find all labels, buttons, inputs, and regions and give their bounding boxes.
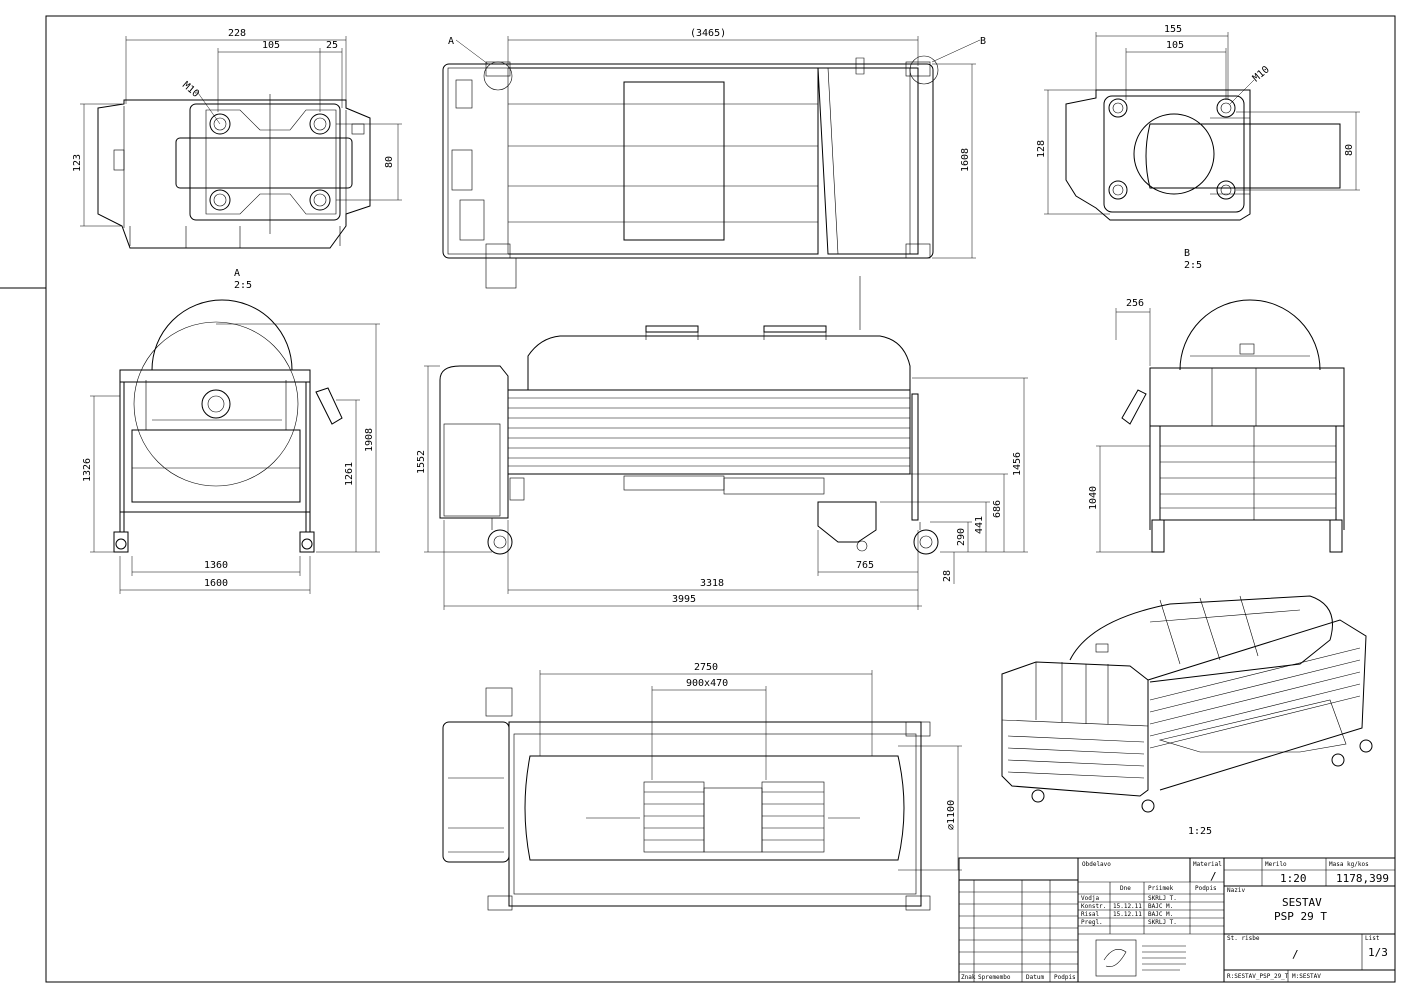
tb-list-value: 1/3 <box>1368 946 1388 959</box>
dim-a-105: 105 <box>262 40 280 51</box>
tb-head-priimek: Priimek <box>1148 885 1174 892</box>
tb-naziv-label: Naziv <box>1227 887 1245 894</box>
tb-file-label: R:SESTAV_PSP_29_T <box>1227 973 1289 980</box>
dim-right-1040: 1040 <box>1088 486 1099 510</box>
tb-podpis: Podpis <box>1054 974 1076 981</box>
sheet-border <box>45 15 1396 983</box>
dim-side-290: 290 <box>956 528 967 546</box>
tb-row2-role: Risal <box>1081 911 1099 918</box>
detail-a-label: A <box>234 268 240 279</box>
dim-side-28: 28 <box>942 570 953 582</box>
tb-spremembo: Spremembo <box>978 974 1011 981</box>
dim-bottom-900x470: 900x470 <box>686 678 728 689</box>
dim-front-1600: 1600 <box>204 578 228 589</box>
dim-top-1608: 1608 <box>960 148 971 172</box>
detail-b-view: 155 105 M10 80 128 B 2:5 <box>1036 24 1360 271</box>
dim-side-686: 686 <box>992 500 1003 518</box>
dim-b-105: 105 <box>1166 40 1184 51</box>
tb-merilo-label: Merilo <box>1265 861 1287 868</box>
tb-row1-name: BAJC M. <box>1148 903 1173 910</box>
tb-masa-label: Masa kg/kos <box>1329 861 1369 868</box>
tb-m-label: M:SESTAV <box>1292 973 1321 980</box>
tb-merilo-value: 1:20 <box>1280 872 1307 885</box>
tb-st-risbe-value: / <box>1292 948 1299 961</box>
dim-a-228: 228 <box>228 28 246 39</box>
dim-side-1552: 1552 <box>416 450 427 474</box>
dim-b-155: 155 <box>1164 24 1182 35</box>
dim-front-1326: 1326 <box>82 458 93 482</box>
tb-obdelovo: Obdelavo <box>1082 861 1111 868</box>
tb-naziv-line1: SESTAV <box>1282 896 1322 909</box>
dim-b-128: 128 <box>1036 140 1047 158</box>
side-view: 1552 1456 686 441 290 765 28 3318 3995 <box>416 325 1028 610</box>
detail-b-label: B <box>1184 248 1190 259</box>
tb-row0-name: SKRLJ T. <box>1148 895 1177 902</box>
tb-naziv-line2: PSP 29 T <box>1274 910 1327 923</box>
tb-head-podpis: Podpis <box>1195 885 1217 892</box>
tb-row3-role: Pregl. <box>1081 919 1103 926</box>
tb-datum: Datum <box>1026 974 1044 981</box>
tb-material-value: / <box>1210 870 1217 883</box>
tb-row3-name: SKRLJ T. <box>1148 919 1177 926</box>
dim-side-765: 765 <box>856 560 874 571</box>
dim-bottom-2750: 2750 <box>694 662 718 673</box>
dim-a-123: 123 <box>72 154 83 172</box>
tb-head-dne: Dne <box>1120 885 1131 892</box>
bottom-view: 2750 900x470 ⌀1100 <box>442 662 962 911</box>
dim-b-80: 80 <box>1344 144 1355 156</box>
dim-front-1360: 1360 <box>204 560 228 571</box>
tb-row2-name: BAJC M. <box>1148 911 1173 918</box>
marker-b: B <box>980 36 986 47</box>
dim-bottom-1100: ⌀1100 <box>946 800 957 830</box>
right-view: 256 1040 <box>1088 298 1345 553</box>
iso-scale: 1:25 <box>1188 826 1212 837</box>
dim-a-80: 80 <box>384 156 395 168</box>
detail-a-scale: 2:5 <box>234 280 252 291</box>
dim-side-1456: 1456 <box>1012 452 1023 476</box>
detail-b-scale: 2:5 <box>1184 260 1202 271</box>
dim-front-1261: 1261 <box>344 462 355 486</box>
dim-front-1908: 1908 <box>364 428 375 452</box>
dim-b-m10: M10 <box>1251 64 1272 84</box>
tb-masa-value: 1178,399 <box>1336 872 1389 885</box>
isometric-view: 1:25 <box>1001 595 1373 837</box>
dim-side-441: 441 <box>974 516 985 534</box>
tb-row1-date: 15.12.11 <box>1113 903 1142 910</box>
detail-a-view: 228 105 25 M10 80 123 A 2:5 <box>72 28 402 291</box>
dim-side-3995: 3995 <box>672 594 696 605</box>
tb-row0-role: Vodja <box>1081 895 1099 902</box>
dim-a-m10: M10 <box>180 80 201 100</box>
tb-row1-role: Konstr. <box>1081 903 1106 910</box>
dim-top-3465: (3465) <box>690 28 726 39</box>
title-block: Obdelavo Material / Merilo 1:20 Masa kg/… <box>958 857 1396 983</box>
tb-znak: Znak <box>961 974 976 981</box>
dim-side-3318: 3318 <box>700 578 724 589</box>
dim-right-256: 256 <box>1126 298 1144 309</box>
tb-st-risbe-label: St. risbe <box>1227 935 1260 942</box>
tb-list-label: List <box>1365 935 1380 942</box>
top-view: (3465) 1608 A B <box>442 28 986 330</box>
tb-material-label: Material <box>1193 861 1222 868</box>
dim-a-25: 25 <box>326 40 338 51</box>
front-view: 1326 1908 1261 1360 1600 <box>82 299 380 594</box>
tb-row2-date: 15.12.11 <box>1113 911 1142 918</box>
marker-a: A <box>448 36 454 47</box>
